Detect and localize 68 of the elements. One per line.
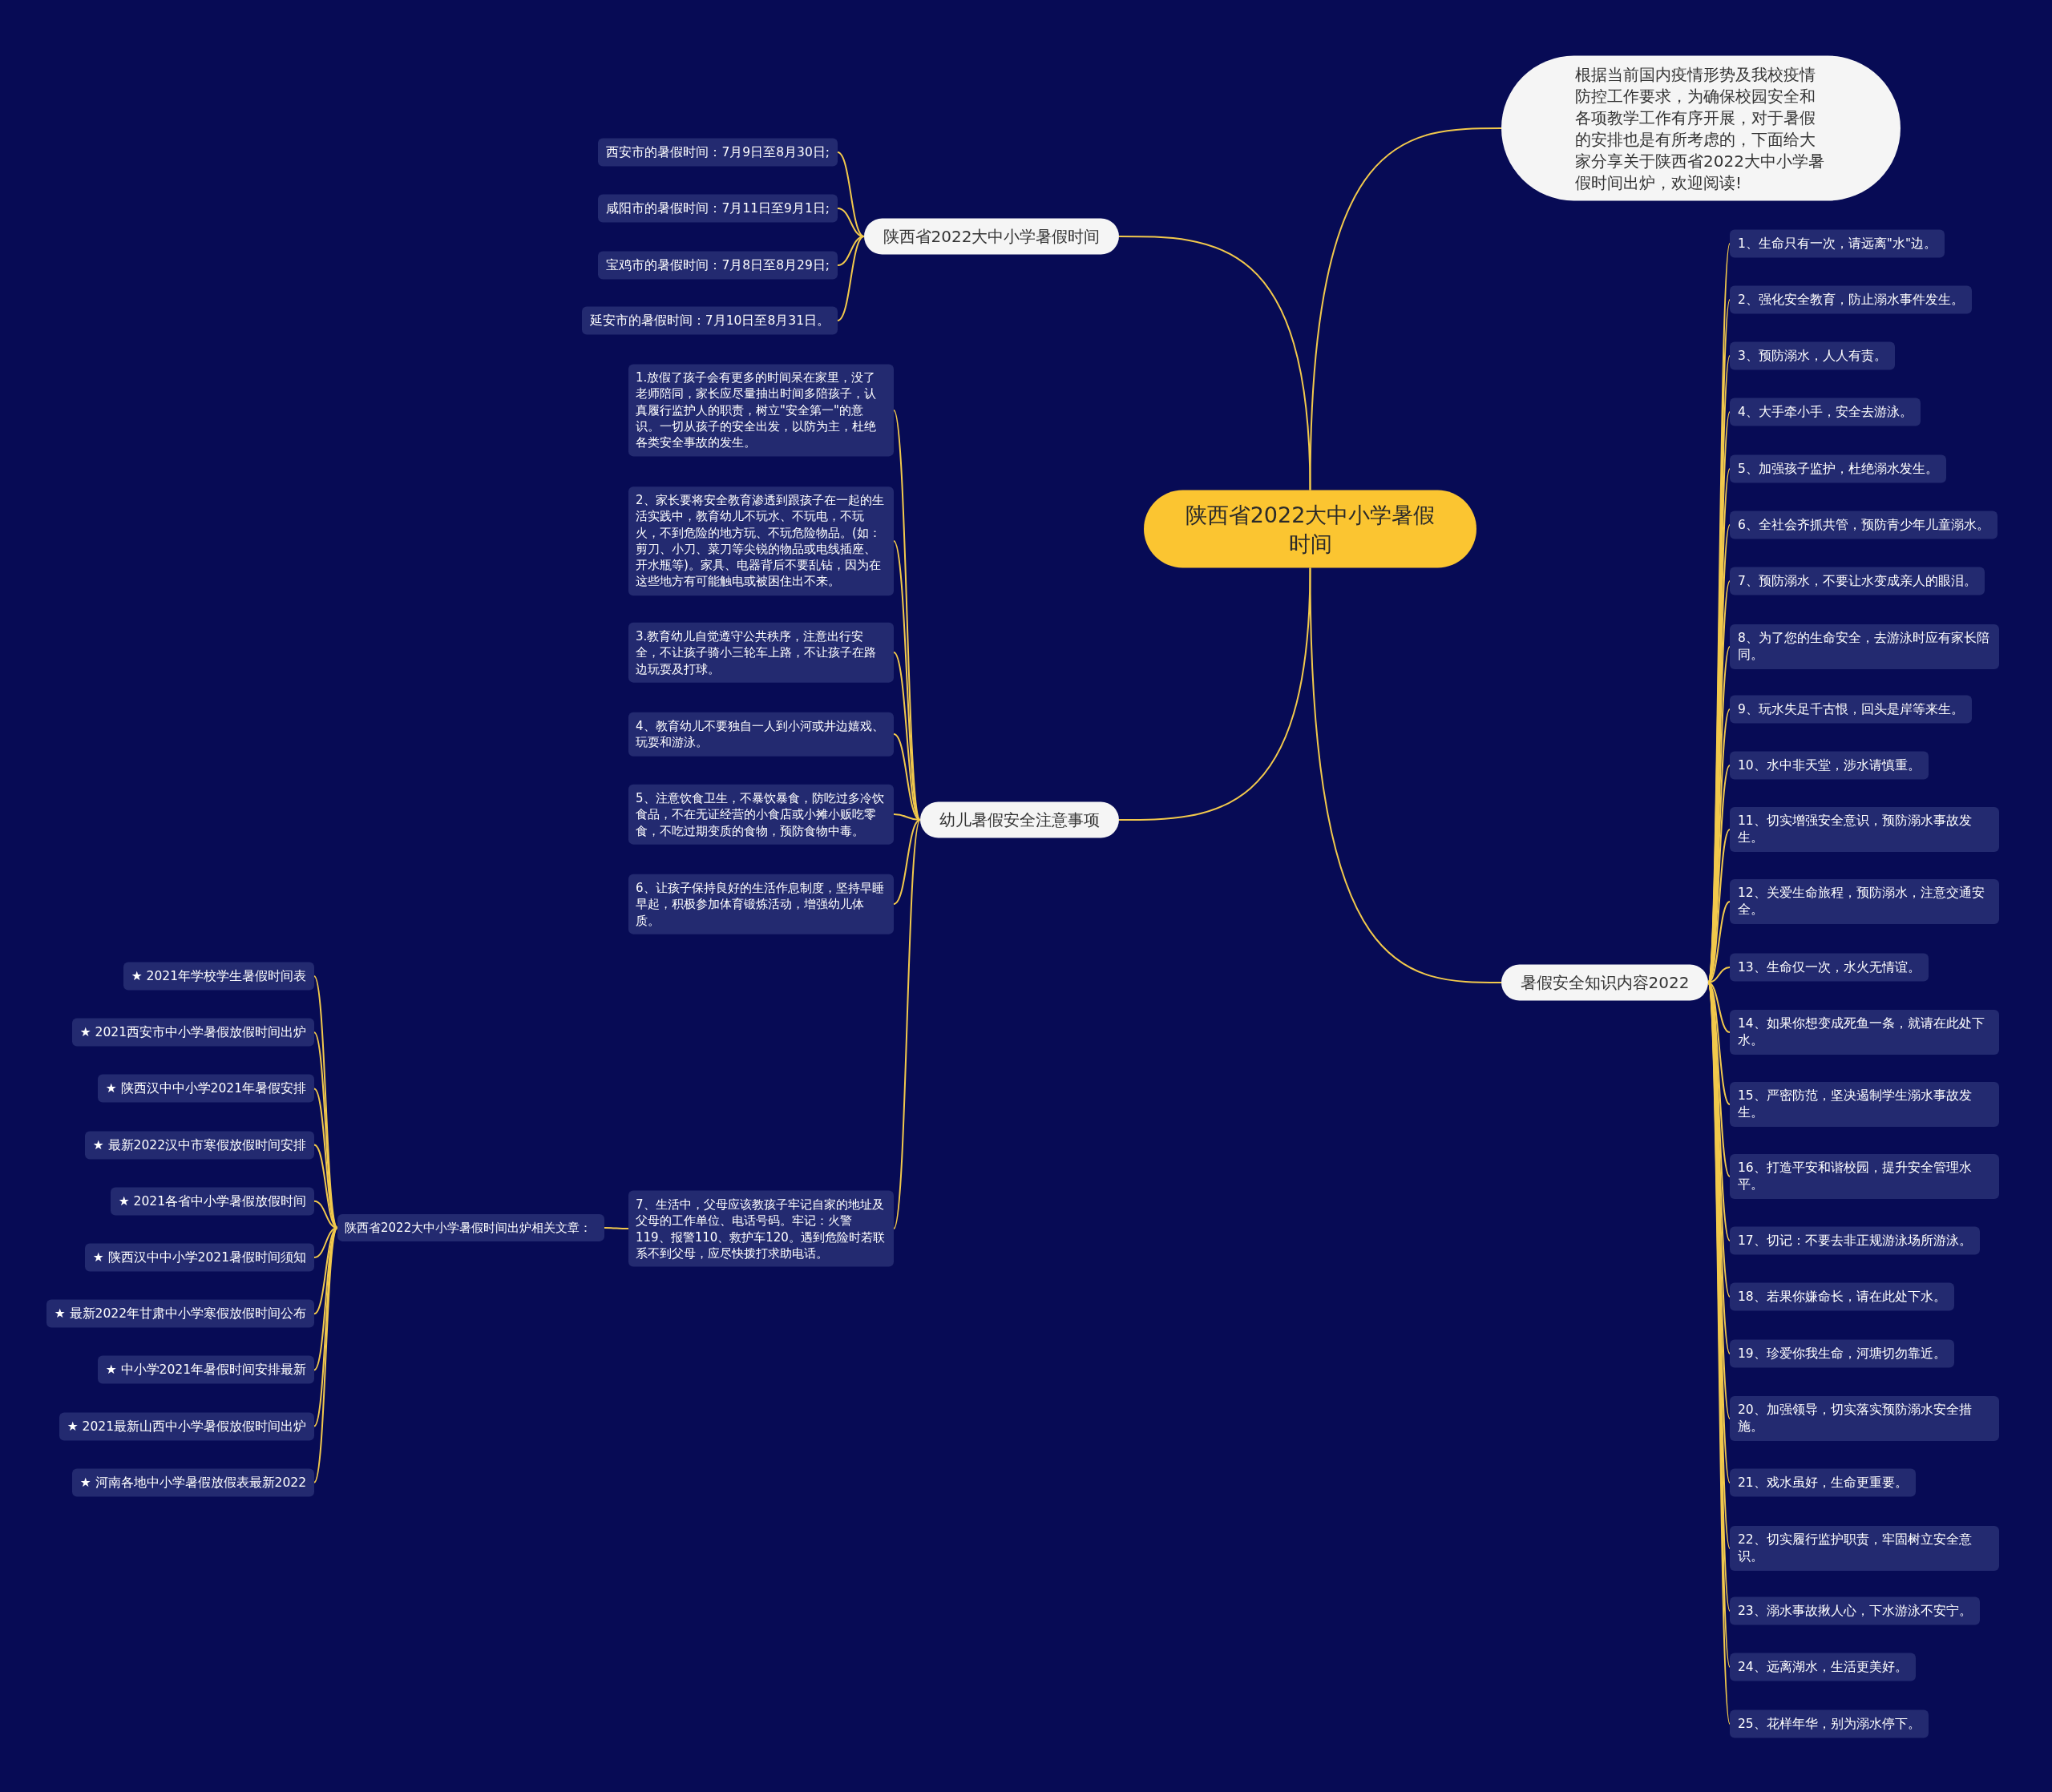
branch-topic: 暑假安全知识内容2022 [1501,964,1708,1001]
topic-card: 14、如果你想变成死鱼一条，就请在此处下水。 [1730,1010,1999,1055]
connector-line [313,1227,338,1427]
topic-card: 咸阳市的暑假时间：7月11日至9月1日; [598,194,838,223]
connector-line [1707,901,1731,983]
topic-card: ★ 陕西汉中中小学2021暑假时间须知 [84,1243,314,1272]
topic-card: 12、关爱生命旅程，预防溺水，注意交通安全。 [1730,879,1999,924]
topic-card: 6、全社会齐抓共管，预防青少年儿童溺水。 [1730,511,1997,539]
connector-line [893,410,921,821]
connector-line [604,1227,629,1229]
topic-card: 18、若果你嫌命长，请在此处下水。 [1730,1282,1954,1311]
topic-card: 25、花样年华，别为溺水停下。 [1730,1709,1929,1738]
topic-card: ★ 陕西汉中中小学2021年暑假安排 [97,1074,314,1103]
topic-card: ★ 最新2022年甘肃中小学寒假放假时间公布 [46,1299,314,1328]
topic-card: 13、生命仅一次，水火无情谊。 [1730,953,1929,982]
topic-card: 延安市的暑假时间：7月10日至8月31日。 [581,306,838,335]
topic-card: ★ 2021西安市中小学暑假放假时间出炉 [71,1018,314,1047]
topic-card: ★ 最新2022汉中市寒假放假时间安排 [84,1131,314,1160]
topic-card: 西安市的暑假时间：7月9日至8月30日; [598,138,838,167]
connector-line [1118,567,1311,821]
topic-card: 16、打造平安和谐校园，提升安全管理水平。 [1730,1154,1999,1199]
topic-card: 陕西省2022大中小学暑假时间出炉相关文章： [337,1213,604,1242]
topic-card: ★ 河南各地中小学暑假放假表最新2022 [71,1468,314,1497]
connector-line [313,1227,338,1483]
connector-line [837,151,865,237]
topic-card: 2、强化安全教育，防止溺水事件发生。 [1730,285,1972,314]
connector-line [837,236,865,321]
branch-topic: 幼儿暑假安全注意事项 [920,801,1119,838]
topic-card: 5、注意饮食卫生，不暴饮暴食，防吃过多冷饮食品，不在无证经营的小食店或小摊小贩吃零食，不吃过期变质的食物，预防食物中毒。 [628,784,894,845]
connector-line [1707,982,1731,1033]
topic-card: 21、戏水虽好，生命更重要。 [1730,1468,1916,1497]
topic-card: 22、切实履行监护职责，牢固树立安全意识。 [1730,1526,1999,1571]
topic-card: 9、玩水失足千古恨，回头是岸等来生。 [1730,695,1972,724]
topic-card: 3.教育幼儿自觉遵守公共秩序，注意出行安全，不让孩子骑小三轮车上路，不让孩子在路边玩耍及打球。 [628,622,894,683]
topic-card: 4、大手牵小手，安全去游泳。 [1730,398,1921,426]
connector-line [313,975,338,1229]
topic-card: 7、预防溺水，不要让水变成亲人的眼泪。 [1730,567,1985,595]
topic-card: 1.放假了孩子会有更多的时间呆在家里，没了老师陪同，家长应尽量抽出时间多陪孩子，认真履行监护人的职责，树立"安全第一"的意识。一切从孩子的安全出发，以防为主，杜绝各类安全事故的发生。 [628,364,894,457]
connector-line [1707,967,1731,983]
central-topic: 陕西省2022大中小学暑假时间 [1144,490,1476,568]
topic-card: ★ 2021年学校学生暑假时间表 [123,962,314,991]
topic-card: 3、预防溺水，人人有责。 [1730,341,1895,370]
topic-card: 5、加强孩子监护，杜绝溺水发生。 [1730,454,1946,483]
branch-topic: 陕西省2022大中小学暑假时间 [864,218,1119,255]
topic-card: 11、切实增强安全意识，预防溺水事故发生。 [1730,807,1999,852]
topic-card: ★ 2021各省中小学暑假放假时间 [110,1187,314,1216]
topic-card: 6、让孩子保持良好的生活作息制度，坚持早睡早起，积极参加体育锻炼活动，增强幼儿体质。 [628,874,894,934]
topic-card: 17、切记：不要去非正规游泳场所游泳。 [1730,1226,1980,1255]
topic-card: 2、家长要将安全教育渗透到跟孩子在一起的生活实践中，教育幼儿不玩水、不玩电，不玩火，不到危险的地方玩、不玩危险物品。(如：剪刀、小刀、菜刀等尖锐的物品或电线插座、开水瓶等)。家具、电器背后不要乱钻，因为在这些地方有可能触电或被困住出不来。 [628,486,894,595]
topic-card: 15、严密防范，坚决遏制学生溺水事故发生。 [1730,1082,1999,1127]
topic-card: 8、为了您的生命安全，去游泳时应有家长陪同。 [1730,624,1999,669]
topic-card: 10、水中非天堂，涉水请慎重。 [1730,751,1929,780]
connector-line [837,236,865,266]
topic-card: ★ 2021最新山西中小学暑假放假时间出炉 [59,1412,314,1441]
connector-line [1309,567,1502,983]
topic-card: 23、溺水事故揪人心，下水游泳不安宁。 [1730,1596,1980,1625]
connector-line [1118,236,1311,491]
intro-bubble: 根据当前国内疫情形势及我校疫情防控工作要求，为确保校园安全和各项教学工作有序开展，对于暑假的安排也是有所考虑的，下面给大家分享关于陕西省2022大中小学暑假时间出炉，欢迎阅读! [1501,55,1901,201]
topic-card: 4、教育幼儿不要独自一人到小河或井边嬉戏、玩耍和游泳。 [628,712,894,757]
topic-card: 7、生活中，父母应该教孩子牢记自家的地址及父母的工作单位、电话号码。牢记：火警119、报警110、救护车120。遇到危险时若联系不到父母，应尽快拨打求助电话。 [628,1190,894,1267]
topic-card: 宝鸡市的暑假时间：7月8日至8月29日; [598,251,838,280]
connector-line [893,819,921,905]
topic-card: 1、生命只有一次，请远离"水"边。 [1730,229,1945,258]
topic-card: 24、远离湖水，生活更美好。 [1730,1653,1916,1681]
topic-card: 19、珍爱你我生命，河塘切勿靠近。 [1730,1339,1954,1368]
topic-card: 20、加强领导，切实落实预防溺水安全措施。 [1730,1396,1999,1441]
topic-card: ★ 中小学2021年暑假时间安排最新 [97,1355,314,1384]
connector-line [893,819,921,1229]
